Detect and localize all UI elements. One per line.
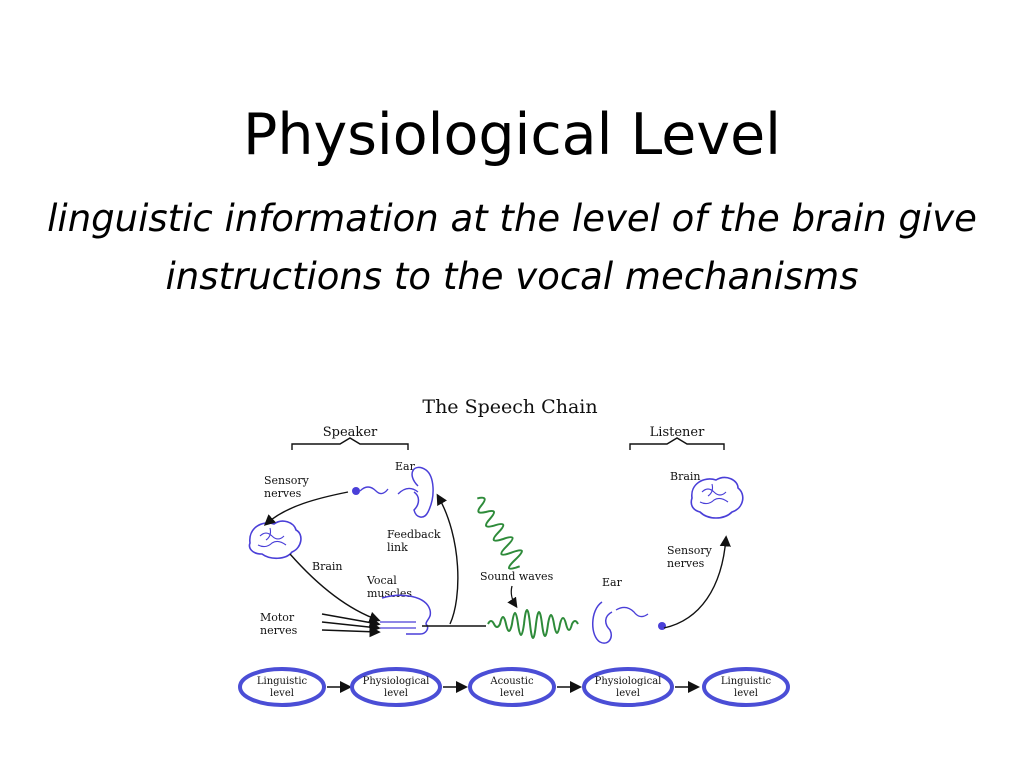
level-physiological-1: Physiological level (350, 667, 442, 707)
speaker-ear-icon (352, 466, 434, 518)
slide-subtitle: linguistic information at the level of t… (47, 197, 977, 298)
ear-speaker-label: Ear (395, 460, 416, 473)
level-linguistic-1-line1: Linguistic (257, 676, 308, 687)
level-linguistic-1: Linguistic level (238, 667, 326, 707)
level-linguistic-1-line2: level (270, 688, 294, 699)
motor-nerves-line1: Motor (260, 611, 295, 624)
level-linguistic-2-line1: Linguistic (721, 676, 772, 687)
level-linguistic-2-line2: level (734, 688, 758, 699)
levels-row: Linguistic level Physiological level Aco… (238, 667, 790, 707)
speaker-bracket (291, 437, 409, 450)
level-physiological-1-line1: Physiological (363, 676, 430, 687)
speaker-brain-icon (248, 520, 302, 560)
level-acoustic-line1: Acoustic (489, 676, 534, 687)
motor-arrow-2 (321, 613, 381, 629)
sensory-nerves-speaker-line2: nerves (264, 487, 302, 500)
level-acoustic-line2: level (500, 688, 524, 699)
sensory-nerves-arrow (263, 491, 349, 526)
brain-listener-label: Brain (670, 470, 701, 483)
ear-listener-label: Ear (602, 576, 623, 589)
vocal-muscles-line2: muscles (367, 587, 412, 600)
level-physiological-2: Physiological level (582, 667, 674, 707)
speaker-label: Speaker (323, 425, 378, 440)
motor-arrow-3 (321, 621, 381, 633)
diagram-title: The Speech Chain (422, 396, 597, 418)
feedback-wave (477, 496, 523, 570)
listener-ear-icon (592, 601, 666, 644)
sensory-nerves-listener-line2: nerves (667, 557, 705, 570)
feedback-link-line1: Feedback (387, 528, 441, 541)
feedback-link-label: Feedback link (387, 528, 444, 554)
level-acoustic: Acoustic level (468, 667, 556, 707)
level-physiological-2-line2: level (616, 688, 640, 699)
motor-nerves-line2: nerves (260, 624, 298, 637)
vocal-muscles-label: Vocal muscles (366, 574, 412, 600)
vocal-muscles-line1: Vocal (366, 574, 397, 587)
level-physiological-1-line2: level (384, 688, 408, 699)
motor-arrow-4 (321, 626, 381, 638)
sound-wave (487, 609, 579, 639)
sensory-nerves-speaker-label: Sensory nerves (264, 474, 312, 500)
motor-arrow-1 (289, 553, 381, 623)
slide-title: Physiological Level (242, 102, 782, 168)
vocal-tract-icon (380, 594, 432, 635)
speech-chain-diagram: The Speech Chain Speaker Listener Ear Se… (230, 388, 810, 718)
level-linguistic-2: Linguistic level (702, 667, 790, 707)
level-physiological-2-line1: Physiological (595, 676, 662, 687)
listener-bracket (629, 437, 725, 450)
listener-sensory-arrow (663, 535, 731, 629)
feedback-arrow (436, 493, 459, 625)
motor-nerves-label: Motor nerves (260, 611, 298, 637)
sensory-nerves-listener-label: Sensory nerves (667, 544, 715, 570)
listener-label: Listener (650, 425, 705, 440)
sound-waves-label: Sound waves (480, 570, 554, 583)
sensory-nerves-listener-line1: Sensory (667, 544, 713, 557)
sensory-nerves-speaker-line1: Sensory (264, 474, 310, 487)
listener-brain-icon (690, 476, 744, 519)
sound-waves-arrow (507, 585, 518, 609)
feedback-link-line2: link (387, 541, 408, 554)
brain-speaker-label: Brain (312, 560, 343, 573)
